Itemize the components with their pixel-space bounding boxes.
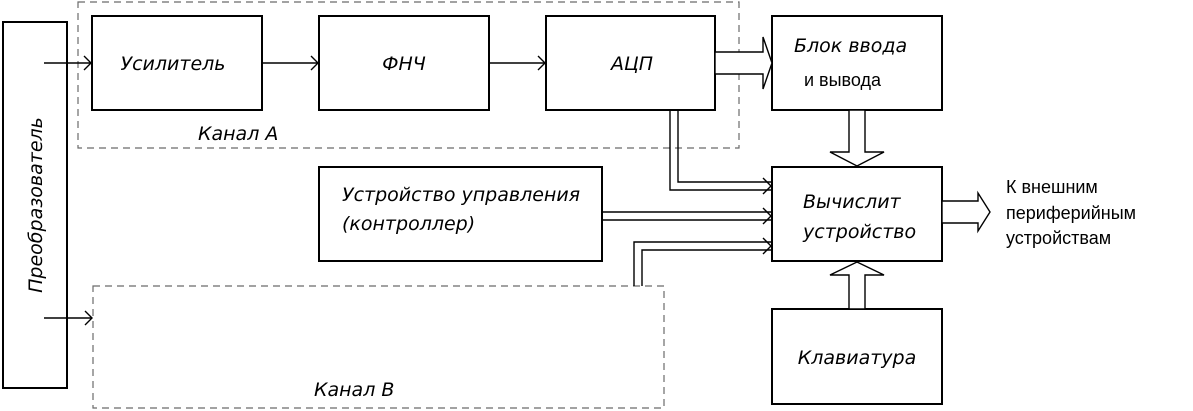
adc-to-io-bus-arrow bbox=[714, 36, 773, 90]
channel-a-frame bbox=[77, 1, 740, 149]
filter-to-adc-arrow bbox=[489, 55, 546, 71]
controller-to-computing-arrow bbox=[602, 207, 772, 225]
io-to-computing-bus-arrow bbox=[829, 109, 885, 167]
adc-to-computing-arrow bbox=[669, 110, 772, 195]
external-devices-label-line3: устройствам bbox=[1006, 228, 1111, 248]
keyboard-block bbox=[771, 308, 943, 405]
io-unit-block bbox=[771, 15, 943, 111]
amplifier-block bbox=[91, 15, 263, 111]
converter-block bbox=[2, 21, 68, 389]
amplifier-label: Усилитель bbox=[121, 53, 226, 75]
converter-to-channel-b-arrow bbox=[44, 310, 93, 326]
controller-label-line1: Устройство управления bbox=[342, 184, 580, 206]
computing-to-external-bus-arrow bbox=[941, 190, 991, 234]
converter-label: Преобразователь bbox=[25, 117, 47, 293]
controller-label-line2: (контроллер) bbox=[342, 213, 475, 235]
controller-block bbox=[318, 166, 603, 262]
io-unit-label-line1: Блок ввода bbox=[794, 35, 907, 57]
channel-b-to-computing-arrow bbox=[633, 237, 772, 286]
channel-b-frame bbox=[92, 285, 665, 409]
computing-device-label-line1: Вычислит bbox=[803, 191, 902, 213]
lowpass-filter-label: ФНЧ bbox=[382, 53, 426, 75]
adc-label: АЦП bbox=[609, 53, 653, 75]
computing-device-block bbox=[771, 166, 943, 262]
keyboard-label: Клавиатура bbox=[798, 347, 916, 369]
keyboard-to-computing-bus-arrow bbox=[829, 261, 885, 310]
external-devices-label-line1: К внешним bbox=[1006, 177, 1098, 197]
channel-a-label: Канал А bbox=[198, 123, 278, 145]
io-unit-label-line2: и вывода bbox=[804, 70, 882, 90]
converter-to-amplifier-arrow bbox=[44, 55, 92, 71]
external-devices-label-line2: периферийным bbox=[1006, 203, 1136, 223]
amplifier-to-filter-arrow bbox=[262, 55, 319, 71]
computing-device-label-line2: устройство bbox=[802, 221, 916, 243]
channel-b-label: Канал В bbox=[314, 379, 394, 401]
